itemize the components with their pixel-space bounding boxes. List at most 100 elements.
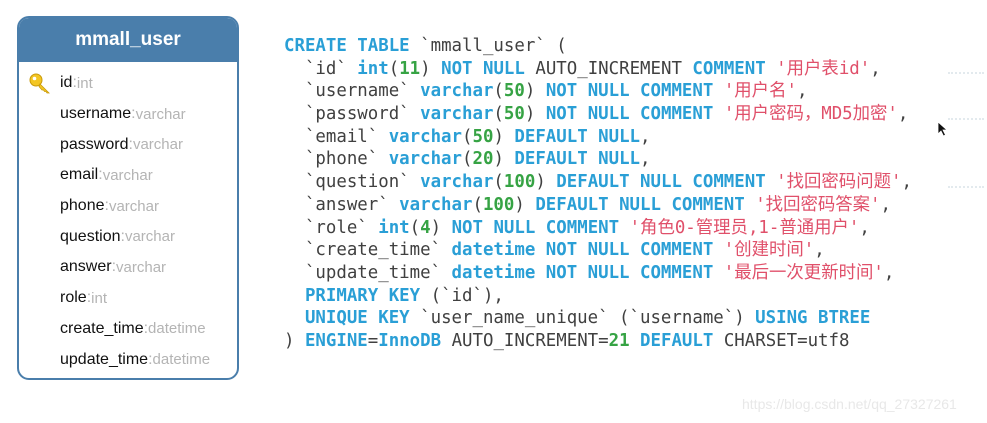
sql-token-num: 21 <box>608 330 641 351</box>
sql-token-num: 100 <box>503 172 536 193</box>
sql-token-kw: DEFAULT NULL <box>514 149 641 170</box>
sql-line: `question` varchar(100) DEFAULT NULL COM… <box>284 171 912 194</box>
sql-token-plain: ( <box>388 58 400 79</box>
sql-token-plain: ( <box>493 172 504 193</box>
sql-token-kw: NOT NULL COMMENT <box>545 262 724 283</box>
sql-token-plain: ( <box>409 217 421 238</box>
sql-token-type: int <box>378 217 410 238</box>
sql-token-plain: ( <box>462 126 473 147</box>
sql-token-str: '用户名' <box>723 81 797 102</box>
sql-token-type: varchar <box>388 149 462 170</box>
er-field-question: question: varchar <box>19 221 237 252</box>
sql-token-plain: , <box>796 81 808 102</box>
sql-line: `phone` varchar(20) DEFAULT NULL, <box>284 148 912 171</box>
sql-token-str: '角色0-管理员,1-普通用户' <box>629 217 860 238</box>
sql-token-plain: = <box>367 330 379 351</box>
sql-create-statement: CREATE TABLE `mmall_user` ( `id` int(11)… <box>284 35 912 353</box>
sql-token-plain: `username` <box>284 81 421 102</box>
sql-line: `id` int(11) NOT NULL AUTO_INCREMENT COM… <box>284 58 912 81</box>
sql-token-str: '用户密码，MD5加密' <box>723 104 898 125</box>
sql-token-plain: `update_time` <box>284 262 452 283</box>
sql-token-plain: ) <box>430 217 452 238</box>
er-field-separator: : <box>86 289 92 307</box>
er-field-type: varchar <box>135 105 186 123</box>
sql-token-plain: `create_time` <box>284 240 452 261</box>
sql-token-plain: ) <box>524 104 546 125</box>
sql-token-plain: `email` <box>284 126 389 147</box>
primary-key-icon <box>29 73 50 94</box>
sql-token-plain: ) <box>493 126 515 147</box>
sql-token-kw: NOT NULL COMMENT <box>545 240 724 261</box>
sql-token-plain <box>284 286 305 306</box>
sql-token-plain: ) <box>535 172 557 193</box>
er-field-name: username <box>60 105 132 123</box>
sql-token-plain: ) <box>420 58 442 79</box>
sql-token-str: '创建时间' <box>723 240 815 261</box>
er-field-type: varchar <box>132 136 183 154</box>
er-field-type: int <box>91 289 107 307</box>
sql-line: CREATE TABLE `mmall_user` ( <box>284 35 912 58</box>
sql-token-num: 20 <box>472 149 494 170</box>
sql-token-kw: DEFAULT NULL <box>514 126 641 147</box>
er-field-name: phone <box>60 197 105 215</box>
er-field-type: datetime <box>148 320 206 338</box>
sql-token-str: '找回密码问题' <box>776 172 902 193</box>
er-field-separator: : <box>111 258 117 276</box>
sql-token-plain: `password` <box>284 104 421 125</box>
sql-token-num: 50 <box>503 104 525 125</box>
sql-line: `create_time` datetime NOT NULL COMMENT … <box>284 239 912 262</box>
sql-token-plain <box>284 308 305 328</box>
sql-token-kw: NOT NULL COMMENT <box>545 81 724 102</box>
sql-line: `username` varchar(50) NOT NULL COMMENT … <box>284 80 912 103</box>
sql-token-plain: `role` <box>284 217 379 238</box>
sql-token-type: datetime <box>451 240 546 261</box>
er-field-separator: : <box>98 166 103 184</box>
sql-token-kw: ENGINE <box>304 330 368 351</box>
sql-token-kw: UNIQUE KEY <box>304 308 421 329</box>
sql-token-plain: `phone` <box>284 149 389 170</box>
sql-token-kw: DEFAULT <box>640 330 724 351</box>
er-field-separator: : <box>128 135 133 153</box>
sql-token-plain: `answer` <box>284 194 400 215</box>
sql-token-kw: NOT NULL COMMENT <box>451 217 630 238</box>
sql-token-str: '最后一次更新时间' <box>723 262 884 283</box>
er-field-type: varchar <box>108 197 159 215</box>
sql-token-plain: ) <box>493 149 515 170</box>
mouse-cursor-icon <box>937 121 949 137</box>
er-field-phone: phone: varchar <box>19 191 237 222</box>
er-field-separator: : <box>120 227 125 245</box>
dotted-separator <box>948 186 984 188</box>
er-field-type: int <box>76 74 93 92</box>
sql-token-plain: ( <box>462 149 473 170</box>
sql-token-kw: PRIMARY KEY <box>304 285 431 306</box>
sql-token-kw: DEFAULT NULL COMMENT <box>556 172 777 193</box>
sql-token-plain: `question` <box>284 172 421 193</box>
sql-token-type: varchar <box>420 81 494 102</box>
sql-token-kw: NOT NULL <box>441 58 536 79</box>
sql-token-plain: CHARSET=utf8 <box>723 330 850 351</box>
sql-line: `password` varchar(50) NOT NULL COMMENT … <box>284 103 912 126</box>
er-field-answer: answer: varchar <box>19 252 237 283</box>
sql-token-plain: , <box>897 104 909 125</box>
sql-token-plain: `mmall_user` ( <box>420 36 567 56</box>
er-field-update-time: update_time: datetime <box>19 344 237 375</box>
er-field-name: question <box>60 227 121 245</box>
er-field-name: password <box>60 135 129 153</box>
sql-token-plain: ( <box>493 104 504 125</box>
er-field-type: varchar <box>102 166 153 184</box>
sql-token-num: 50 <box>503 81 525 102</box>
sql-token-plain: , <box>814 240 825 261</box>
sql-token-str: '用户表id' <box>776 58 871 79</box>
sql-token-plain: , <box>859 217 870 238</box>
sql-line: `email` varchar(50) DEFAULT NULL, <box>284 126 912 149</box>
sql-token-kw: DEFAULT NULL COMMENT <box>535 194 756 215</box>
er-field-id: id: int <box>19 68 237 99</box>
dotted-separator <box>948 72 984 74</box>
er-field-password: password: varchar <box>19 129 237 160</box>
sql-line: `role` int(4) NOT NULL COMMENT '角色0-管理员,… <box>284 217 912 240</box>
sql-token-num: 11 <box>399 58 421 79</box>
er-field-type: varchar <box>116 258 167 276</box>
dotted-separator <box>948 118 984 120</box>
sql-token-plain: (`id`), <box>430 285 504 306</box>
